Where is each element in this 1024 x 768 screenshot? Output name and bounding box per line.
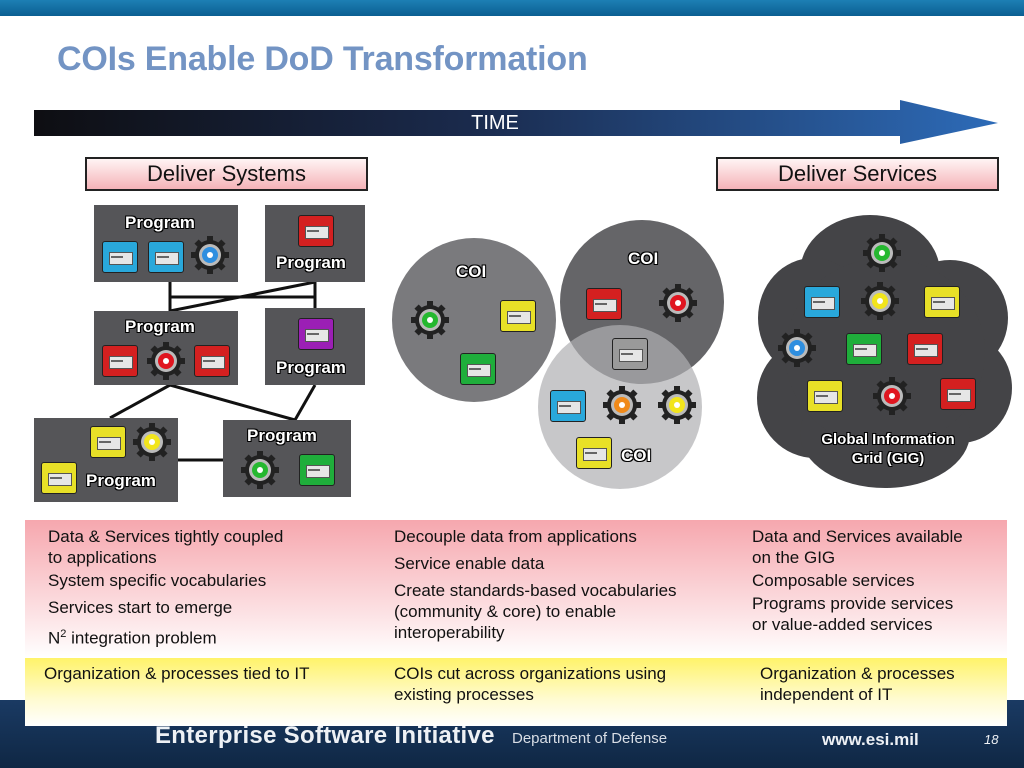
bullet: Service enable data [394,554,545,573]
program-label: Program [276,358,346,377]
top-bar [0,0,1024,16]
program-box-6: Program [223,420,351,497]
server-icon [807,380,843,412]
server-icon [299,454,335,486]
footer-dept: Department of Defense [512,730,668,747]
server-icon [298,318,334,350]
deliver-services-box: Deliver Services [716,157,999,191]
gear-icon [411,301,449,339]
coi-label: COI [628,249,659,268]
middle-column: Decouple data from applications Service … [394,526,734,649]
program-label: Program [125,317,195,336]
gear-icon [603,386,641,424]
gear-icon [873,377,911,415]
program-label: Program [247,426,317,445]
server-icon [102,345,138,377]
gear-icon [241,451,279,489]
gear-icon [658,386,696,424]
deliver-systems-box: Deliver Systems [85,157,368,191]
footer-brand: Enterprise Software Initiative [155,722,495,749]
org-left: Organization & processes tied to IT [44,664,310,683]
server-icon [41,462,77,494]
server-icon [907,333,943,365]
footer-url: www.esi.mil [822,730,919,749]
server-icon [500,300,536,332]
gear-icon [659,284,697,322]
organization-panel [25,658,1007,726]
bullet: N2 integration problem [48,628,217,648]
slide-title: COIs Enable DoD Transformation [57,40,588,78]
program-label: Program [125,213,195,232]
server-icon [612,338,648,370]
server-icon [804,286,840,318]
gear-icon [863,234,901,272]
server-icon [586,288,622,320]
server-icon [148,241,184,273]
gig-label-line2: Grid (GIG) [851,450,925,467]
program-box-2: Program [265,205,365,282]
coi-label: COI [621,446,652,465]
program-label: Program [86,471,156,490]
time-arrow [34,100,998,144]
bullet: Composable services [752,571,915,590]
characteristics-panel [25,520,1007,658]
bullet: Decouple data from applications [394,527,637,546]
server-icon [194,345,230,377]
program-label: Program [276,253,346,272]
program-box-3: Program [94,311,238,385]
server-icon [102,241,138,273]
bullet: System specific vocabularies [48,571,267,590]
server-icon [576,437,612,469]
server-icon [940,378,976,410]
gear-icon [861,282,899,320]
server-icon [460,353,496,385]
bullet: Services start to emerge [48,598,233,617]
gig-label: Global Information Grid (GIG) [800,430,976,468]
gig-label-line1: Global Information [821,431,955,448]
gear-icon [147,342,185,380]
server-icon [298,215,334,247]
server-icon [846,333,882,365]
server-icon [924,286,960,318]
page-number: 18 [984,732,999,747]
program-box-5: Program [34,418,178,502]
gear-icon [191,236,229,274]
program-box-4: Program [265,308,365,385]
gear-icon [133,423,171,461]
bullet: Create standards-based vocabularies(comm… [394,581,677,642]
gear-icon [778,329,816,367]
coi-label: COI [456,262,487,281]
time-label: TIME [471,112,519,134]
server-icon [90,426,126,458]
program-box-1: Program [94,205,238,282]
server-icon [550,390,586,422]
